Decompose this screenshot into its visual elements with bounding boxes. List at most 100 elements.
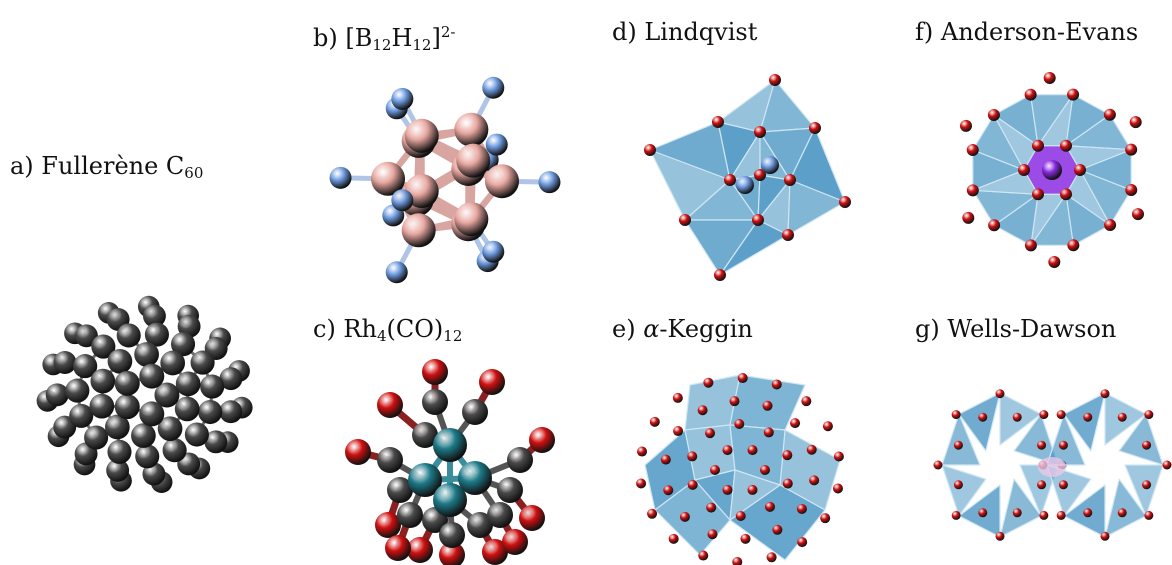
oxygen-atom bbox=[820, 513, 830, 523]
oxygen-atom bbox=[767, 552, 777, 562]
oxygen-atom bbox=[1142, 480, 1151, 489]
oxygen-atom bbox=[801, 396, 811, 406]
oxygen-atom bbox=[954, 480, 963, 489]
oxygen-atom bbox=[1132, 208, 1144, 220]
oxygen-atom bbox=[772, 525, 782, 535]
rhodium-atom bbox=[433, 483, 467, 517]
dawson-svg bbox=[940, 375, 1165, 564]
carbon-atom bbox=[115, 394, 140, 419]
carbon-atom bbox=[175, 397, 200, 422]
oxygen-atom bbox=[790, 418, 800, 428]
wells-dawson-model bbox=[940, 375, 1165, 564]
oxygen-atom bbox=[978, 413, 987, 422]
oxygen-atom bbox=[679, 214, 691, 226]
label-a: a) Fullerène C60 bbox=[10, 152, 203, 187]
label-e: e) α-Keggin bbox=[612, 315, 753, 343]
oxygen-atom bbox=[377, 392, 403, 418]
carbon-atom bbox=[131, 423, 156, 448]
carbon-atom bbox=[185, 422, 209, 446]
oxygen-atom bbox=[1048, 256, 1060, 268]
carbon-atom bbox=[200, 375, 224, 399]
oxygen-atom bbox=[1025, 89, 1037, 101]
keggin-model bbox=[635, 370, 850, 564]
boron-atom bbox=[454, 202, 488, 236]
rhodium-atom bbox=[433, 428, 467, 462]
oxygen-atom bbox=[839, 196, 851, 208]
oxygen-atom bbox=[1032, 188, 1044, 200]
oxygen-atom bbox=[707, 529, 717, 539]
oxygen-atom bbox=[650, 417, 660, 427]
oxygen-atom bbox=[422, 359, 448, 385]
hydrogen-atom bbox=[386, 261, 408, 283]
oxygen-atom bbox=[723, 485, 733, 495]
carbon-atom bbox=[108, 349, 133, 374]
b12h12-svg bbox=[330, 80, 560, 280]
oxygen-atom bbox=[772, 379, 782, 389]
oxygen-atom bbox=[807, 445, 817, 455]
carbon-atom bbox=[117, 323, 141, 347]
oxygen-atom bbox=[705, 428, 715, 438]
oxygen-atom bbox=[637, 447, 647, 457]
oxygen-atom bbox=[1025, 239, 1037, 251]
oxygen-atom bbox=[1059, 480, 1068, 489]
oxygen-atom bbox=[809, 122, 821, 134]
oxygen-atom bbox=[714, 269, 726, 281]
oxygen-atom bbox=[996, 532, 1005, 541]
oxygen-atom bbox=[833, 483, 843, 493]
oxygen-atom bbox=[1118, 508, 1127, 517]
oxygen-atom bbox=[687, 451, 697, 461]
oxygen-atom bbox=[738, 373, 748, 383]
oxygen-atom bbox=[782, 229, 794, 241]
oxygen-atom bbox=[967, 184, 979, 196]
oxygen-atom bbox=[519, 505, 545, 531]
boron-atom bbox=[454, 113, 488, 147]
oxygen-atom bbox=[784, 174, 796, 186]
dawson-center bbox=[1038, 457, 1066, 477]
oxygen-atom bbox=[730, 396, 740, 406]
oxygen-atom bbox=[710, 465, 720, 475]
hydrogen-atom bbox=[482, 77, 504, 99]
oxygen-atom bbox=[765, 502, 775, 512]
oxygen-atom bbox=[636, 478, 646, 488]
oxygen-atom bbox=[673, 426, 683, 436]
hydrogen-atom bbox=[391, 189, 413, 211]
boron-atom bbox=[456, 144, 490, 178]
oxygen-atom bbox=[706, 503, 716, 513]
oxygen-atom bbox=[703, 378, 713, 388]
oxygen-atom bbox=[1074, 164, 1086, 176]
oxygen-atom bbox=[1083, 508, 1092, 517]
oxygen-atom bbox=[734, 419, 744, 429]
carbon-atom bbox=[191, 351, 215, 375]
oxygen-atom bbox=[680, 512, 690, 522]
carbon-atom bbox=[422, 389, 448, 415]
oxygen-atom bbox=[712, 116, 724, 128]
oxygen-atom bbox=[1057, 511, 1066, 520]
lindqvist-svg bbox=[640, 70, 860, 290]
oxygen-atom bbox=[760, 465, 770, 475]
oxygen-atom bbox=[952, 410, 961, 419]
oxygen-atom bbox=[1037, 441, 1046, 450]
fullerene-c60-model bbox=[30, 285, 260, 505]
metal-atom bbox=[736, 176, 754, 194]
carbon-atom bbox=[65, 379, 89, 403]
oxygen-atom bbox=[1067, 239, 1079, 251]
oxygen-atom bbox=[1118, 413, 1127, 422]
oxygen-atom bbox=[736, 511, 746, 521]
oxygen-atom bbox=[954, 441, 963, 450]
oxygen-atom bbox=[647, 509, 657, 519]
lindqvist-model bbox=[640, 70, 860, 290]
oxygen-atom bbox=[763, 401, 773, 411]
carbon-atom bbox=[176, 371, 201, 396]
oxygen-atom bbox=[1144, 410, 1153, 419]
carbon-atom bbox=[139, 364, 164, 389]
oxygen-atom bbox=[1067, 89, 1079, 101]
oxygen-atom bbox=[988, 219, 1000, 231]
oxygen-atom bbox=[783, 479, 793, 489]
carbon-atom bbox=[507, 447, 533, 473]
carbon-atom bbox=[53, 351, 76, 374]
oxygen-atom bbox=[407, 537, 433, 563]
oxygen-atom bbox=[644, 144, 656, 156]
carbon-atom bbox=[497, 477, 523, 503]
oxygen-atom bbox=[1163, 461, 1172, 470]
oxygen-atom bbox=[502, 529, 528, 555]
